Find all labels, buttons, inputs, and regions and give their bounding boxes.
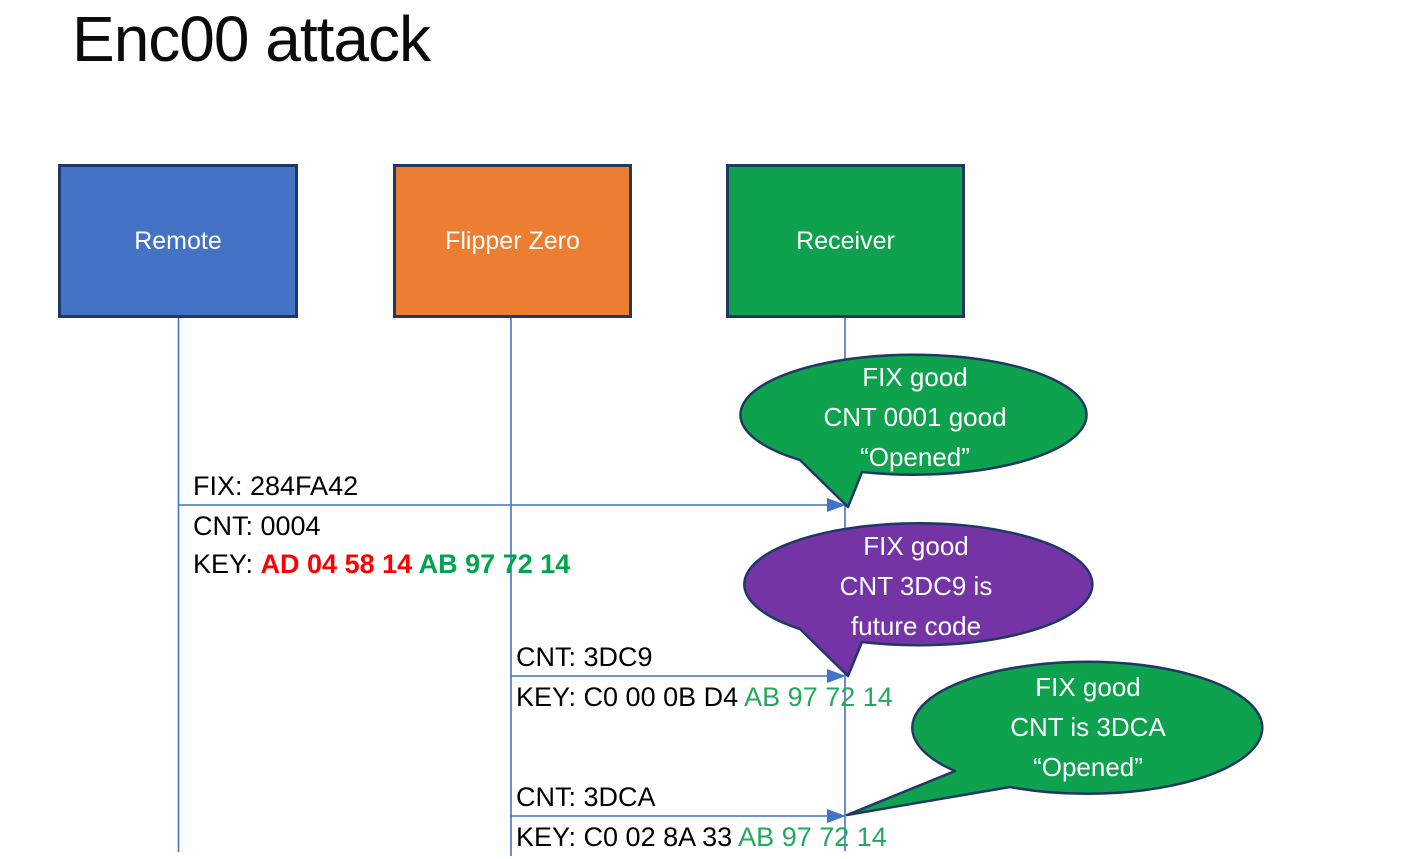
callout1-line2: CNT 0001 good [823, 402, 1007, 432]
msg1-key-label: KEY: [193, 549, 261, 579]
callout3-line3: “Opened” [1033, 752, 1143, 782]
msg1-cnt-text: CNT: 0004 [193, 511, 321, 541]
msg2-key-line: KEY: C0 00 0B D4 AB 97 72 14 [516, 680, 893, 714]
callout-balloon-future-code [743, 522, 1094, 678]
msg3-cnt-text: CNT: 3DCA [516, 782, 656, 812]
callout-text-opened-1: FIX good CNT 0001 good “Opened” [742, 357, 1088, 477]
msg1-fix-text: FIX: 284FA42 [193, 471, 359, 501]
msg1-key-line: KEY: AD 04 58 14 AB 97 72 14 [193, 547, 570, 581]
actor-label-receiver: Receiver [796, 226, 895, 255]
msg3-cnt-line: CNT: 3DCA [516, 780, 656, 814]
callout2-line1: FIX good [863, 531, 969, 561]
actor-box-receiver: Receiver [726, 164, 965, 318]
msg3-key-line: KEY: C0 02 8A 33 AB 97 72 14 [516, 820, 887, 854]
actor-box-flipper-zero: Flipper Zero [393, 164, 632, 318]
msg3-key-fixed-bytes: AB 97 72 14 [738, 822, 887, 852]
callout2-line3: future code [850, 611, 982, 641]
actor-box-remote: Remote [58, 164, 298, 318]
arrowhead-msg2 [827, 669, 846, 683]
msg2-cnt-text: CNT: 3DC9 [516, 642, 653, 672]
callout-text-future-code: FIX good CNT 3DC9 is future code [743, 526, 1089, 646]
msg1-cnt-line: CNT: 0004 [193, 509, 321, 543]
callout-balloon-opened-2 [845, 660, 1264, 817]
msg1-fix-line: FIX: 284FA42 [193, 469, 358, 503]
callout3-line1: FIX good [1035, 672, 1141, 702]
callout1-line1: FIX good [862, 362, 968, 392]
arrowhead-msg1 [827, 498, 846, 512]
msg2-key-fixed-bytes: AB 97 72 14 [744, 682, 893, 712]
callout2-line2: CNT 3DC9 is [839, 571, 993, 601]
actor-label-remote: Remote [134, 226, 222, 255]
actor-label-flipper-zero: Flipper Zero [445, 226, 580, 255]
arrowhead-msg3 [827, 809, 846, 823]
msg2-key-label: KEY: C0 00 0B D4 [516, 682, 745, 712]
msg1-key-changing-bytes: AD 04 58 14 [260, 549, 419, 579]
page-title: Enc00 attack [72, 3, 431, 75]
msg3-key-label: KEY: C0 02 8A 33 [516, 822, 739, 852]
callout1-line3: “Opened” [860, 442, 970, 472]
callout3-line2: CNT is 3DCA [1010, 712, 1166, 742]
msg1-key-fixed-bytes: AB 97 72 14 [418, 549, 571, 579]
callout-text-opened-2: FIX good CNT is 3DCA “Opened” [913, 667, 1263, 787]
msg2-cnt-line: CNT: 3DC9 [516, 640, 653, 674]
callout-balloon-opened-1 [739, 353, 1088, 509]
